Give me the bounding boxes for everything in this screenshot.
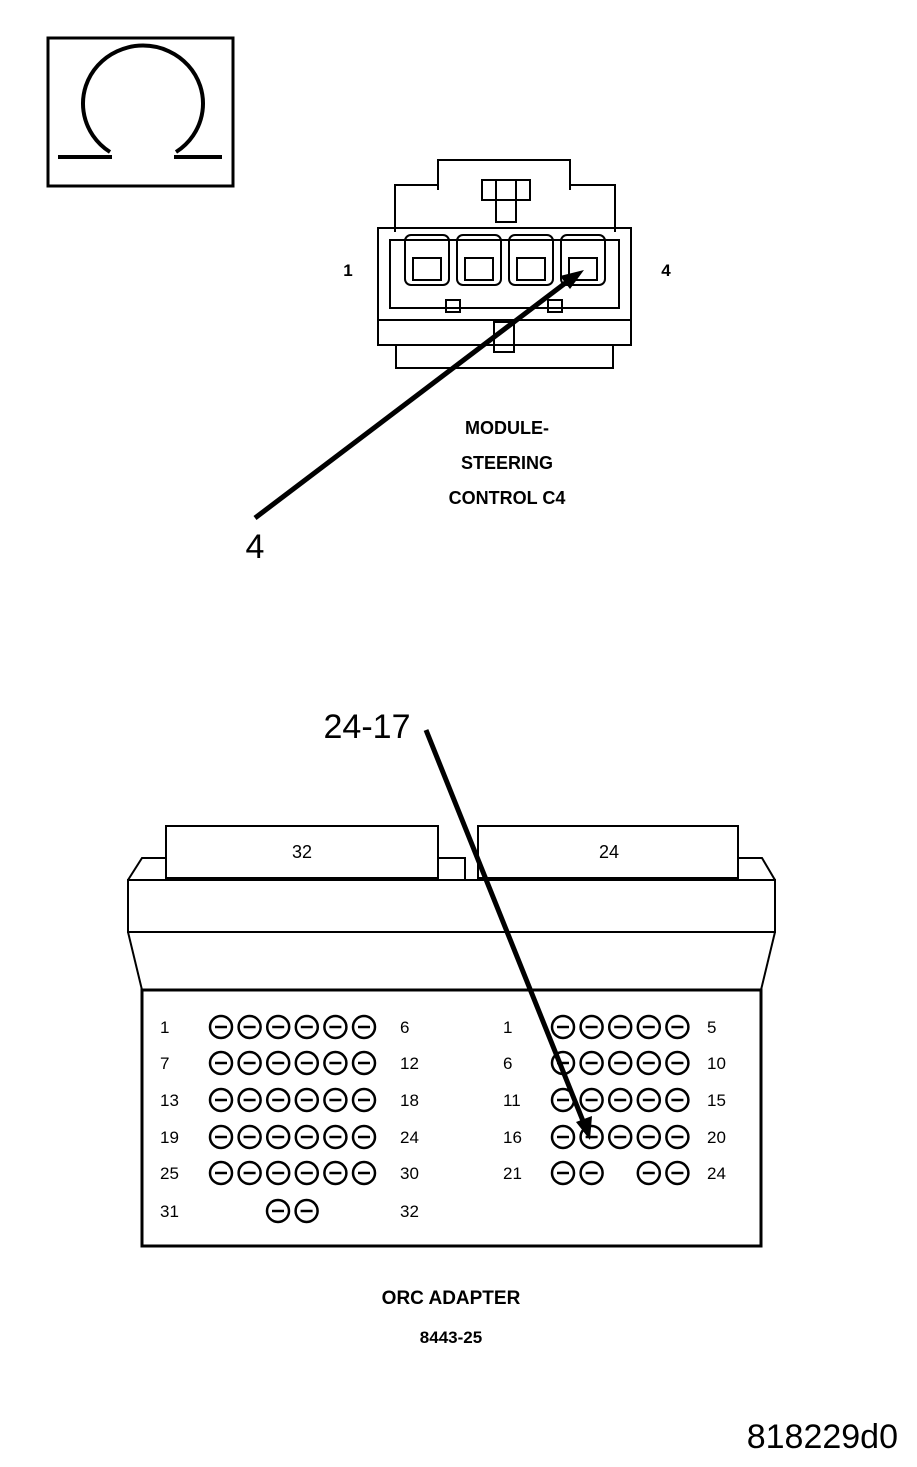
orc-right-pin: [607, 1087, 633, 1113]
orc-left-row-end-label: 18: [400, 1091, 419, 1110]
orc-left-pin: [237, 1160, 262, 1186]
orc-left-row-end-label: 12: [400, 1054, 419, 1073]
connector-c4: [377, 159, 632, 369]
orc-left-row-end-label: 32: [400, 1202, 419, 1221]
orc-callout-arrow: [423, 729, 592, 1140]
orc-callout-label: 24-17: [324, 708, 411, 746]
c4-pin-right-label: 4: [661, 261, 671, 280]
c4-cavities: [404, 234, 606, 286]
orc-right-row-start-label: 11: [503, 1091, 521, 1110]
orc-right-row-end-label: 20: [707, 1128, 726, 1147]
orc-right-pin: [636, 1124, 662, 1150]
c4-title-line-2: STEERING: [461, 453, 553, 473]
orc-right-pin: [550, 1160, 576, 1186]
orc-right-pin: [636, 1050, 662, 1076]
c4-title-line-1: MODULE-: [465, 418, 549, 438]
orc-left-pin: [294, 1050, 320, 1076]
orc-left-row-start-label: 1: [160, 1018, 169, 1037]
orc-right-pin: [665, 1124, 690, 1150]
orc-left-pin: [208, 1050, 234, 1076]
orc-left-pin: [265, 1050, 291, 1076]
orc-left-pin: [351, 1160, 377, 1186]
orc-left-pin: [208, 1087, 234, 1113]
orc-left-pin: [294, 1087, 320, 1113]
c4-callout-label: 4: [246, 528, 265, 566]
c4-title-line-3: CONTROL C4: [449, 488, 566, 508]
orc-right-pin: [665, 1160, 690, 1186]
orc-left-row-start-label: 7: [160, 1054, 169, 1073]
orc-right-pin: [636, 1087, 662, 1113]
c4-callout-arrow: [253, 270, 584, 520]
orc-right-row-start-label: 16: [503, 1128, 522, 1147]
orc-right-pin: [607, 1014, 633, 1040]
orc-left-pin: [265, 1160, 291, 1186]
orc-left-pin: [323, 1087, 348, 1113]
orc-left-pin: [208, 1160, 234, 1186]
orc-left-row-end-label: 24: [400, 1128, 419, 1147]
orc-right-pin: [607, 1050, 633, 1076]
orc-left-row-end-label: 6: [400, 1018, 409, 1037]
orc-left-pin: [351, 1050, 377, 1076]
orc-right-pin: [579, 1087, 604, 1113]
orc-left-row-start-label: 13: [160, 1091, 179, 1110]
orc-left-pin: [323, 1160, 348, 1186]
orc-left-pin: [208, 1124, 234, 1150]
orc-right-pin: [665, 1014, 690, 1040]
orc-left-row-end-label: 30: [400, 1164, 419, 1183]
orc-right-tab-label: 24: [599, 842, 619, 862]
ohm-icon: [58, 43, 222, 159]
orc-left-pin: [208, 1014, 234, 1040]
ohm-symbol-frame: [46, 36, 235, 188]
figure-id: 818229d0: [747, 1418, 898, 1456]
orc-left-pin: [294, 1014, 320, 1040]
orc-right-pin: [636, 1014, 662, 1040]
orc-right-row-start-label: 21: [503, 1164, 522, 1183]
orc-right-pin: [579, 1124, 604, 1150]
orc-left-pin: [294, 1160, 320, 1186]
orc-left-tab-label: 32: [292, 842, 312, 862]
orc-right-row-start-label: 6: [503, 1054, 512, 1073]
c4-pin-left-label: 1: [343, 261, 352, 280]
orc-right-row-end-label: 15: [707, 1091, 726, 1110]
orc-right-pin: [579, 1160, 604, 1186]
orc-left-pin: [323, 1014, 348, 1040]
orc-right-row-end-label: 5: [707, 1018, 716, 1037]
orc-left-pin: [351, 1124, 377, 1150]
orc-left-pin: [351, 1087, 377, 1113]
orc-left-pin: [323, 1124, 348, 1150]
ohm-symbol: [46, 36, 235, 188]
orc-left-pin: [265, 1014, 291, 1040]
orc-right-row-end-label: 24: [707, 1164, 726, 1183]
orc-left-row-start-label: 25: [160, 1164, 179, 1183]
orc-left-pin: [237, 1050, 262, 1076]
orc-left-pin: [237, 1087, 262, 1113]
orc-left-pin: [351, 1014, 377, 1040]
orc-left-row-start-label: 31: [160, 1202, 179, 1221]
orc-left-pin: [294, 1124, 320, 1150]
orc-right-pin: [665, 1087, 690, 1113]
orc-left-pin: [265, 1198, 291, 1224]
orc-left-pin: [323, 1050, 348, 1076]
orc-left-pin: [265, 1124, 291, 1150]
orc-left-pin: [265, 1087, 291, 1113]
orc-left-pin: [294, 1198, 319, 1224]
orc-right-row-start-label: 1: [503, 1018, 512, 1037]
orc-right-pin: [665, 1050, 690, 1076]
orc-right-pin: [550, 1014, 576, 1040]
orc-right-pin: [607, 1124, 633, 1150]
orc-left-pin: [237, 1124, 262, 1150]
orc-right-pin: [579, 1050, 604, 1076]
orc-title-line-2: 8443-25: [420, 1328, 482, 1347]
orc-title-line-1: ORC ADAPTER: [382, 1288, 521, 1309]
orc-left-row-start-label: 19: [160, 1128, 179, 1147]
orc-left-pin: [237, 1014, 262, 1040]
orc-right-pin: [579, 1014, 604, 1040]
orc-right-pin: [550, 1124, 576, 1150]
orc-right-pin: [636, 1160, 662, 1186]
orc-right-row-end-label: 10: [707, 1054, 726, 1073]
orc-adapter: [127, 825, 776, 1248]
